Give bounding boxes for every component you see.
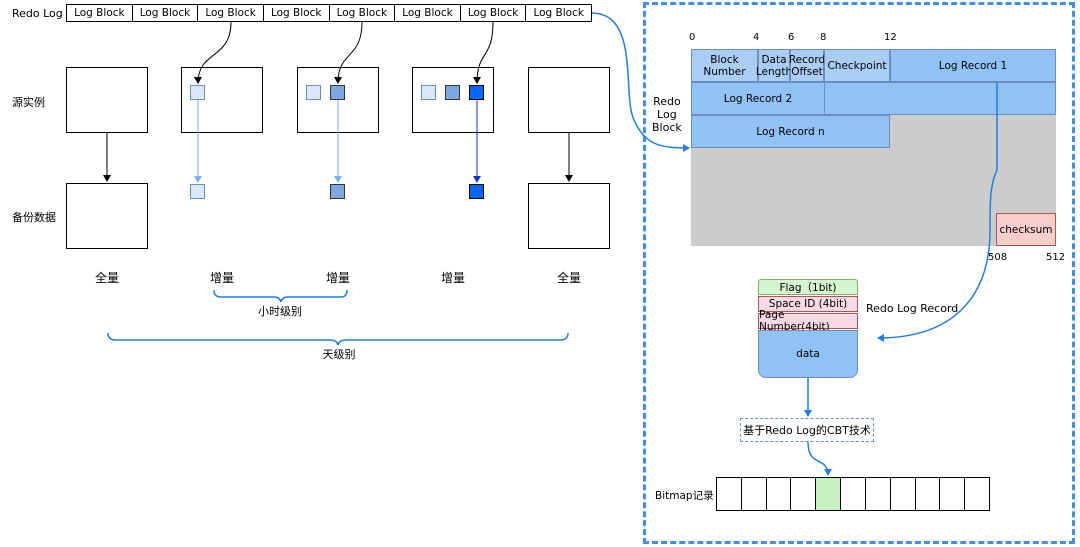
bitmap-row — [716, 477, 990, 511]
bitmap-bit — [841, 478, 866, 510]
arrow-icon — [591, 12, 690, 152]
log-record-2: Log Record 2 — [691, 82, 825, 115]
bitmap-bit — [717, 478, 742, 510]
flag-field: Flag（1bit) — [758, 279, 858, 295]
type-label-full: 全量 — [94, 271, 119, 285]
page-square — [421, 85, 436, 100]
log-block: Log Block — [460, 5, 527, 21]
page-square — [190, 85, 205, 100]
data-length-field: Data Length — [756, 49, 792, 82]
log-block: Log Block — [132, 5, 199, 21]
page-square — [445, 85, 460, 100]
bitmap-label: Bitmap记录 — [655, 490, 714, 502]
row-label-backup: 备份数据 — [12, 211, 56, 224]
page-square — [330, 85, 345, 100]
arrow-icon — [807, 441, 832, 476]
source-box-1 — [66, 67, 148, 133]
type-label-full: 全量 — [556, 271, 581, 285]
bitmap-bit — [965, 478, 989, 510]
source-box-5 — [528, 67, 610, 133]
log-record-2-cont — [824, 82, 1056, 115]
space-id-field: Space ID (4bit) — [758, 296, 858, 312]
log-record-n: Log Record n — [691, 115, 890, 148]
bitmap-bit — [865, 478, 891, 510]
offset-tick: 512 — [1046, 252, 1066, 263]
log-block: Log Block — [263, 5, 330, 21]
backup-box-1 — [66, 183, 148, 249]
log-block: Log Block — [526, 5, 591, 21]
backup-box-5 — [528, 183, 610, 249]
arrow-icon — [877, 82, 998, 342]
brace-label-day: 天级别 — [322, 348, 356, 361]
bitmap-bit — [766, 478, 792, 510]
log-block-row: Log Block Log Block Log Block Log Block … — [66, 4, 592, 22]
offset-tick: 6 — [788, 32, 795, 43]
record-offset-field: Record Offset — [789, 49, 825, 82]
arrow-icon — [473, 21, 494, 84]
page-square — [306, 85, 321, 100]
type-label-incremental: 增量 — [325, 271, 350, 285]
arrow-icon — [334, 21, 363, 84]
log-block: Log Block — [329, 5, 396, 21]
checkpoint-field: Checkpoint — [824, 49, 890, 82]
bitmap-bit — [940, 478, 966, 510]
bitmap-bit — [915, 478, 941, 510]
row-label-source: 源实例 — [12, 96, 45, 109]
backup-page-square — [330, 184, 345, 199]
brace-icon — [213, 289, 348, 303]
brace-label-hour: 小时级别 — [258, 305, 302, 318]
log-record-1: Log Record 1 — [890, 49, 1056, 82]
page-square — [469, 85, 484, 100]
type-label-incremental: 增量 — [440, 271, 465, 285]
brace-icon — [107, 332, 569, 346]
backup-page-square — [469, 184, 484, 199]
arrow-icon — [194, 21, 232, 84]
checksum-field: checksum — [996, 213, 1056, 246]
type-label-incremental: 增量 — [209, 271, 234, 285]
offset-tick: 0 — [689, 32, 696, 43]
log-block: Log Block — [67, 5, 133, 21]
offset-tick: 4 — [753, 32, 760, 43]
backup-page-square — [190, 184, 205, 199]
offset-tick: 508 — [988, 252, 1008, 263]
redo-log-detail-panel — [643, 2, 1075, 544]
bitmap-bit — [741, 478, 767, 510]
bitmap-bit — [791, 478, 817, 510]
redo-log-block-label: Redo Log Block — [652, 95, 682, 134]
block-number-field: Block Number — [691, 49, 758, 82]
offset-tick: 8 — [820, 32, 827, 43]
offset-tick: 12 — [884, 32, 897, 43]
record-data-field: data — [758, 330, 858, 378]
redo-log-label: Redo Log — [12, 7, 63, 20]
log-block: Log Block — [395, 5, 461, 21]
log-block: Log Block — [198, 5, 264, 21]
redo-log-record-label: Redo Log Record — [866, 302, 959, 315]
cbt-label-box: 基于Redo Log的CBT技术 — [740, 418, 874, 442]
bitmap-bit — [890, 478, 916, 510]
bitmap-bit-set — [816, 478, 842, 510]
